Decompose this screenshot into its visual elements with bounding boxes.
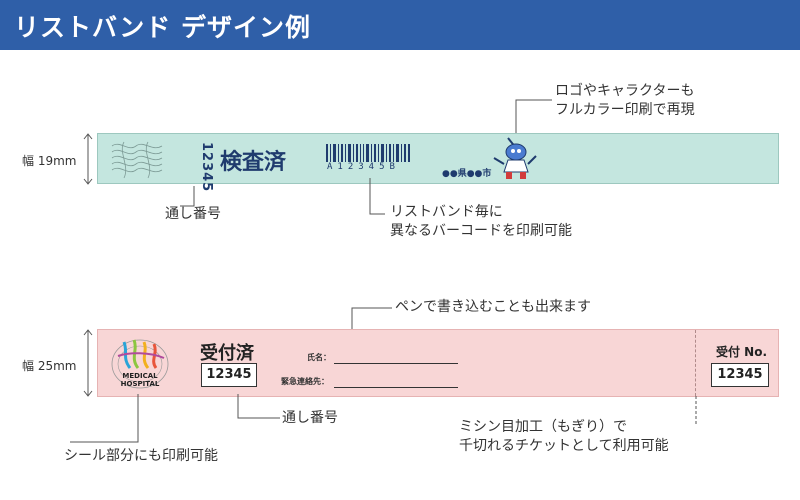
band2-serial-note: 通し番号 bbox=[282, 410, 338, 426]
band2-serial-box: 12345 bbox=[201, 363, 257, 387]
hospital-logo-text: MEDICAL HOSPITAL bbox=[110, 372, 170, 388]
wave-pattern-icon bbox=[111, 141, 163, 179]
band2-pen-note: ペンで書き込むことも出来ます bbox=[395, 299, 591, 315]
band1-logo-callout-line bbox=[515, 99, 552, 138]
band2-width-label: 幅 25mm bbox=[22, 359, 77, 373]
perforation-line bbox=[695, 330, 696, 396]
band1-barcode-note-line1: リストバンド毎に bbox=[390, 204, 503, 220]
mascot-character-icon bbox=[493, 137, 537, 179]
hospital-logo-text-line2: HOSPITAL bbox=[120, 380, 160, 388]
band2-seal-note: シール部分にも印刷可能 bbox=[64, 448, 218, 464]
band1-serial-note: 通し番号 bbox=[165, 206, 221, 222]
band1-width-marker bbox=[83, 133, 93, 185]
band1-width-label: 幅 19mm bbox=[22, 154, 77, 168]
band1-logo-note-line1: ロゴやキャラクターも bbox=[555, 83, 695, 99]
header-bar: リストバンド デザイン例 bbox=[0, 0, 800, 50]
band1-serial-callout-line bbox=[180, 186, 195, 207]
barcode-icon bbox=[326, 144, 410, 162]
page-title: リストバンド デザイン例 bbox=[14, 13, 311, 42]
band1-barcode-callout-line bbox=[369, 178, 385, 215]
reception-number-box: 12345 bbox=[711, 363, 769, 387]
band1-logo-note-line2: フルカラー印刷で再現 bbox=[555, 102, 695, 118]
band2-perf-note-line1: ミシン目加工（もぎり）で bbox=[459, 419, 627, 435]
reception-number-label: 受付 No. bbox=[716, 345, 768, 359]
hospital-logo-icon bbox=[111, 339, 169, 389]
name-field-label: 氏名： bbox=[307, 353, 331, 362]
band2-perf-callout-line bbox=[695, 396, 697, 424]
band1-status-text: 検査済 bbox=[220, 150, 287, 175]
band1-serial-number: 12345 bbox=[199, 142, 214, 193]
name-write-line[interactable] bbox=[334, 363, 458, 364]
band1-city-text: ●●県●●市 bbox=[442, 169, 492, 179]
barcode-text: A12345B bbox=[327, 162, 400, 172]
wristband-19mm bbox=[97, 133, 779, 184]
band2-seal-callout-line bbox=[70, 394, 139, 443]
band1-barcode-note-line2: 異なるバーコードを印刷可能 bbox=[390, 223, 572, 239]
band2-width-marker bbox=[83, 329, 93, 397]
contact-write-line[interactable] bbox=[334, 387, 458, 388]
band2-status-text: 受付済 bbox=[200, 343, 254, 364]
band2-serial-callout-line bbox=[237, 394, 280, 419]
hospital-logo-text-line1: MEDICAL bbox=[122, 372, 158, 380]
contact-field-label: 緊急連絡先： bbox=[281, 377, 329, 386]
band2-perf-note-line2: 千切れるチケットとして利用可能 bbox=[459, 438, 669, 454]
